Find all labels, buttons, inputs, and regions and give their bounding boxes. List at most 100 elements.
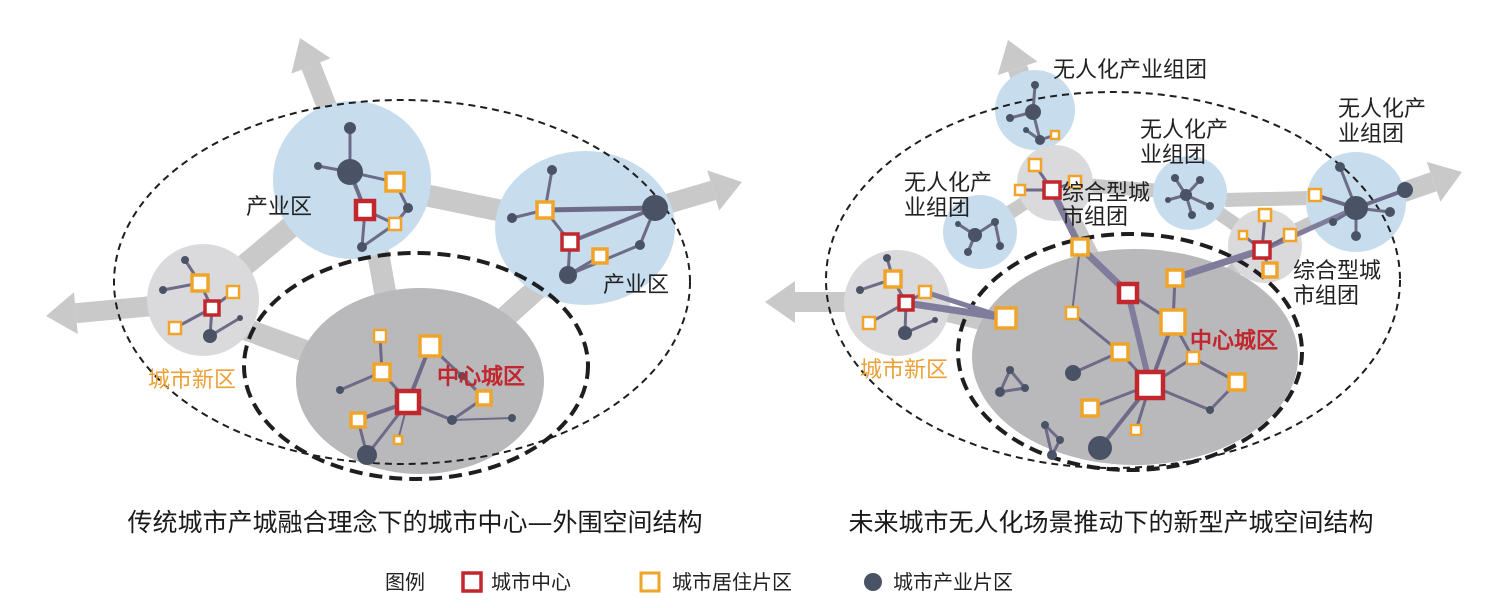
industry-node [181,256,189,264]
industry-node [1021,384,1029,392]
network-edge [542,205,658,213]
legend-residential-label: 城市居住片区 [672,570,792,594]
industry-node [995,387,1005,397]
residential-square [387,216,403,232]
residential-square [418,334,442,358]
unmanned-cluster-mid-label-line2: 业组团 [1140,143,1206,168]
legend-industry-dot-icon [864,573,882,591]
industry-node [898,326,912,340]
industry-node [1206,202,1214,210]
residential-square [1282,227,1298,243]
industry-node [856,286,864,294]
industry-node [1171,174,1179,182]
city-center-square [203,299,221,317]
industry-node [955,221,961,227]
residential-square [861,315,877,331]
industry-zone-right [495,151,675,305]
legend-industry-label: 城市产业片区 [893,570,1013,594]
residential-square [225,284,241,300]
industry-node [403,203,413,213]
left-diagram: 产业区 产业区 城市新区 中心城区 传统城市产城融合理念下的城市中心—外围空间结… [46,38,742,537]
arrow-head [997,40,1038,76]
left-outer-boundary [113,99,691,465]
industry-node [1056,436,1064,444]
arrow-head [1426,161,1462,202]
residential-square [349,411,367,429]
residential-square [1261,261,1279,279]
industry-node [458,372,466,380]
city-center-square [1116,281,1140,305]
unmanned-cluster-mid-label-line1: 无人化产 [1140,118,1228,143]
industry-node [1047,450,1057,460]
industry-node [314,162,322,170]
industry-node [1188,211,1196,219]
new-town-label: 城市新区 [860,358,948,383]
industry-node [1035,135,1045,145]
legend: 图例 城市中心 城市居住片区 城市产业片区 [385,570,1013,594]
industry-node [447,415,457,425]
residential-square [392,434,404,446]
industry-node [508,414,516,422]
industry-node [1344,196,1368,220]
residential-square [1067,174,1083,190]
city-center-square [897,294,915,312]
residential-square [1080,398,1100,418]
industry-node [159,286,167,294]
residential-square [1070,237,1090,257]
residential-square [167,320,183,336]
unmanned-cluster-right-label-line1: 无人化产 [1338,97,1426,122]
industry-node [1041,421,1049,429]
residential-square [1237,229,1249,241]
residential-square [535,200,555,220]
right-caption: 未来城市无人化场景推动下的新型产城空间结构 [848,508,1373,537]
legend-city-center-icon [461,571,483,593]
industry-node [1329,218,1337,226]
city-center-square [1042,180,1062,200]
industry-node [336,386,344,394]
residential-square [1165,268,1185,288]
industry-zone-top-label: 产业区 [246,195,312,220]
right-node-layer [856,81,1413,460]
legend-residential-icon [639,571,661,593]
residential-square [1307,187,1323,203]
industry-node [642,195,668,221]
industry-node [968,228,982,242]
industry-node [964,248,972,256]
network-edge [568,206,657,244]
legend-city-center-label: 城市中心 [491,570,571,594]
industry-node [1031,81,1039,89]
network-edge [1043,423,1054,457]
zone-connector-band [1224,191,1311,207]
residential-square [1227,372,1247,392]
industry-node [991,218,999,226]
industry-node [357,445,377,465]
central-district-zone [972,249,1298,465]
residential-square [1049,129,1061,141]
city-center-square [1252,240,1272,260]
residential-square [883,269,903,289]
residential-square [1064,305,1080,321]
residential-square [917,284,933,300]
left-central-boundary [242,251,590,481]
residential-square [1013,183,1027,197]
residential-square [591,247,609,265]
industry-node [344,122,356,134]
right-diagram: 无人化产业组团 无人化产 业组团 无人化产 业组团 无人化产 业组团 综合型城 … [765,40,1462,537]
arrow-head [291,38,331,74]
left-caption: 传统城市产城融合理念下的城市中心—外围空间结构 [127,508,702,537]
unmanned-cluster-top-label: 无人化产业组团 [1053,58,1207,83]
residential-square [1027,157,1043,173]
network-edge [993,220,1002,248]
industry-node [1023,127,1029,133]
city-center-square [1134,369,1166,401]
mixed-cluster-top-label-line1: 综合型城 [1062,181,1150,206]
industry-node [1397,182,1413,198]
city-center-square [394,388,422,416]
arrow-head [707,170,742,211]
industry-node [1385,207,1395,217]
residential-square [190,273,210,293]
new-town-zone [844,250,950,356]
new-town-label: 城市新区 [148,368,236,393]
residential-square [1185,350,1201,366]
